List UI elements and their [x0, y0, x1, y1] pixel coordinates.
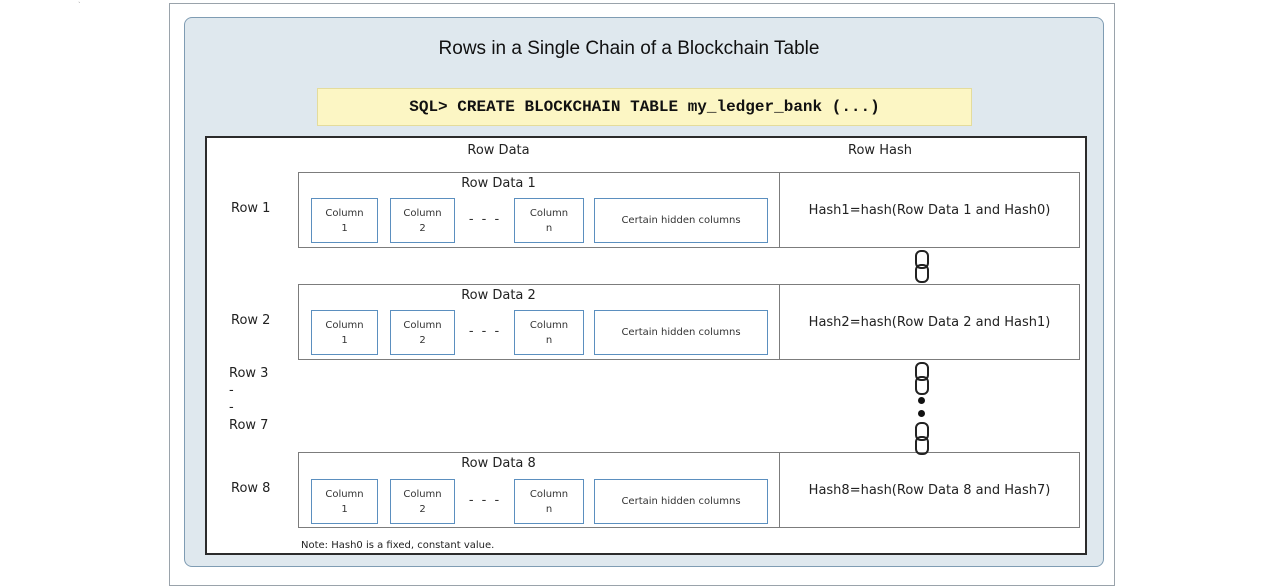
- row-range-dash: -: [229, 400, 234, 415]
- row-data-title-1: Row Data 1: [461, 176, 536, 191]
- column-n-cell: Column n: [514, 198, 584, 243]
- column-1-cell: Column 1: [311, 479, 378, 524]
- columns-ellipsis: - - -: [468, 493, 502, 508]
- column-1-cell: Column 1: [311, 198, 378, 243]
- row-label-1: Row 1: [231, 201, 271, 216]
- row-label-2: Row 2: [231, 313, 271, 328]
- dot-icon: [918, 397, 925, 404]
- column-number: 2: [419, 222, 426, 234]
- column-number: 1: [341, 503, 348, 515]
- column-label: Column: [325, 319, 364, 331]
- row-hash-box-8: Hash8=hash(Row Data 8 and Hash7): [779, 452, 1080, 528]
- column-number: 2: [419, 334, 426, 346]
- column-2-cell: Column 2: [390, 198, 455, 243]
- column-label: Column: [403, 319, 442, 331]
- row-label-7: Row 7: [229, 418, 269, 433]
- column-label: Column: [403, 488, 442, 500]
- row-hash-box-1: Hash1=hash(Row Data 1 and Hash0): [779, 172, 1080, 248]
- columns-ellipsis: - - -: [468, 212, 502, 227]
- row-data-header: Row Data: [467, 143, 530, 158]
- row-label-8: Row 8: [231, 481, 271, 496]
- column-number: n: [545, 334, 553, 346]
- diagram-title: Rows in a Single Chain of a Blockchain T…: [438, 38, 820, 59]
- column-label: Column: [529, 488, 569, 500]
- row-data-title-8: Row Data 8: [461, 456, 536, 471]
- row-label-3: Row 3: [229, 366, 269, 381]
- column-number: 1: [341, 334, 348, 346]
- row-hash-header: Row Hash: [848, 143, 912, 158]
- column-2-cell: Column 2: [390, 310, 455, 355]
- hidden-columns-cell: Certain hidden columns: [594, 198, 768, 243]
- columns-ellipsis: - - -: [468, 324, 502, 339]
- column-1-cell: Column 1: [311, 310, 378, 355]
- row-range-dash: -: [229, 383, 234, 398]
- column-label: Column: [325, 207, 364, 219]
- sql-statement: SQL> CREATE BLOCKCHAIN TABLE my_ledger_b…: [317, 88, 972, 126]
- hidden-columns-cell: Certain hidden columns: [594, 310, 768, 355]
- column-label: Column: [529, 319, 569, 331]
- row-data-title-2: Row Data 2: [461, 288, 536, 303]
- column-label: Column: [325, 488, 364, 500]
- corner-mark: `: [78, 2, 81, 9]
- dot-icon: [918, 410, 925, 417]
- column-label: Column: [403, 207, 442, 219]
- column-number: 1: [341, 222, 348, 234]
- column-2-cell: Column 2: [390, 479, 455, 524]
- column-number: n: [545, 503, 553, 515]
- column-number: 2: [419, 503, 426, 515]
- column-n-cell: Column n: [514, 310, 584, 355]
- footnote: Note: Hash0 is a fixed, constant value.: [301, 540, 495, 551]
- column-number: n: [545, 222, 553, 234]
- row-hash-box-2: Hash2=hash(Row Data 2 and Hash1): [779, 284, 1080, 360]
- column-n-cell: Column n: [514, 479, 584, 524]
- column-label: Column: [529, 207, 569, 219]
- hidden-columns-cell: Certain hidden columns: [594, 479, 768, 524]
